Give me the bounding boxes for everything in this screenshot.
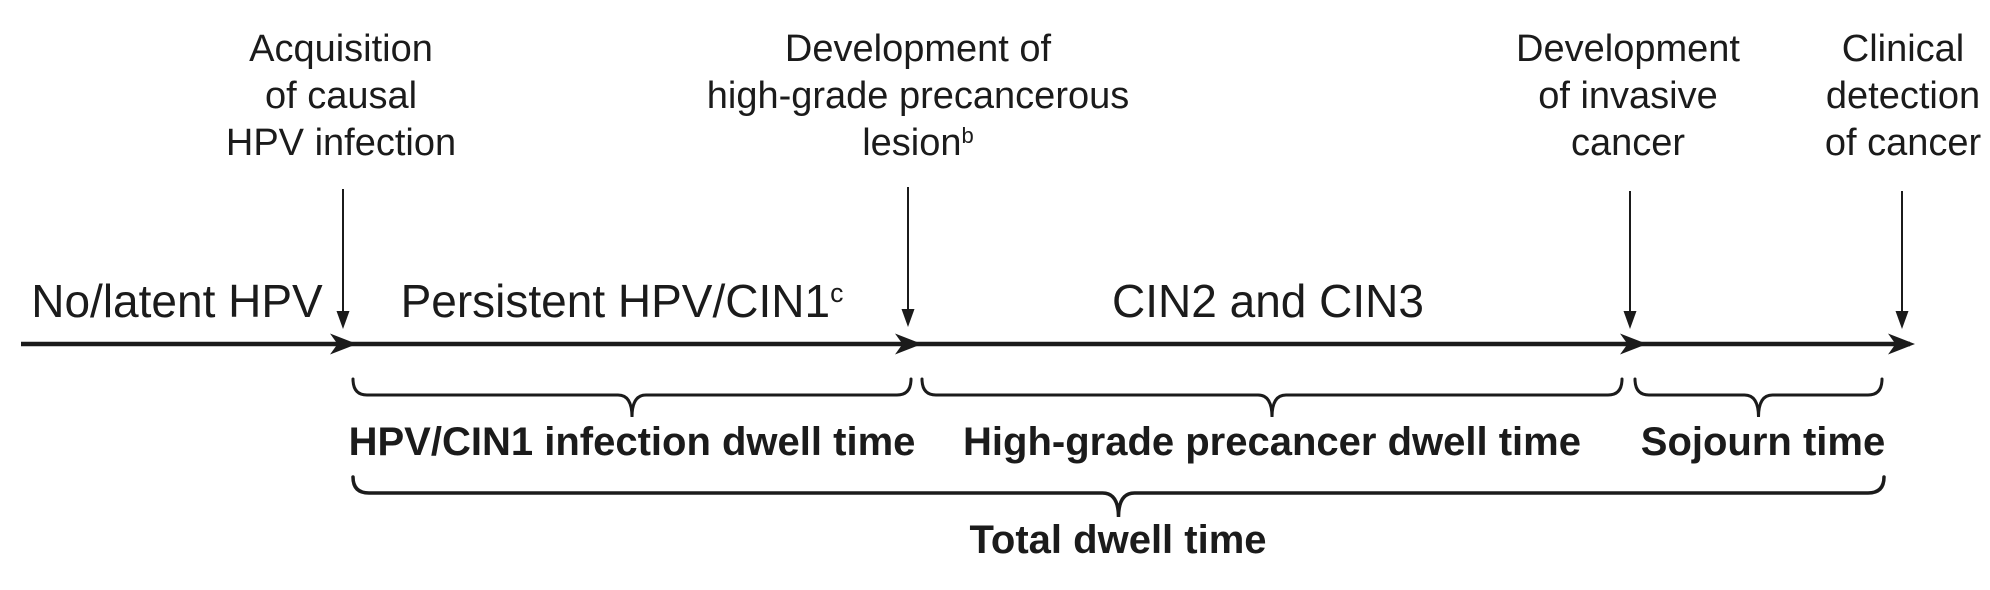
acquisition-arrow: [336, 189, 350, 329]
milestone-label-line: of causal: [264, 75, 418, 117]
footnote-marker-c: c: [830, 278, 844, 309]
milestone-label-acquisition: Acquisition of causal HPV infection: [226, 26, 456, 167]
milestone-label-high-grade-lesion: Development of high-grade precancerous l…: [707, 26, 1130, 171]
milestone-label-line: high-grade precancerous: [706, 75, 1130, 117]
stage-label-text: Persistent HPV/CIN1: [400, 275, 831, 327]
footnote-marker-b: b: [961, 122, 974, 148]
milestone-label-line: of invasive: [1538, 75, 1718, 117]
interval-braces: [351, 377, 1886, 518]
milestone-label-line: lesion: [862, 122, 962, 164]
sojourn-brace: [1633, 377, 1884, 418]
invasive-cancer-arrow: [1623, 191, 1637, 329]
milestone-label-line: cancer: [1570, 122, 1686, 164]
interval-label-high-grade-dwell: High-grade precancer dwell time: [963, 420, 1581, 464]
milestone-label-line: HPV infection: [225, 122, 457, 164]
hpv-cin1-dwell-brace: [351, 377, 913, 418]
milestone-label-line: Acquisition: [249, 28, 433, 70]
high-grade-dwell-brace: [920, 377, 1624, 418]
interval-label-text: High-grade precancer dwell time: [963, 420, 1581, 464]
milestone-label-line: Development: [1516, 28, 1740, 70]
interval-label-sojourn: Sojourn time: [1641, 420, 1885, 464]
milestone-label-line: detection: [1825, 75, 1981, 117]
stage-label-cin2-cin3: CIN2 and CIN3: [1112, 276, 1424, 327]
milestone-label-line: Development of: [784, 28, 1052, 70]
timeline-arrow: [21, 333, 1915, 355]
timeline-arrowhead-3: [1620, 333, 1647, 355]
stage-label-persistent-hpv-cin1: Persistent HPV/CIN1c: [401, 276, 844, 327]
interval-label-text: Sojourn time: [1640, 420, 1886, 464]
milestone-label-invasive-cancer: Development of invasive cancer: [1516, 26, 1740, 167]
timeline-arrowhead-4: [1888, 333, 1915, 355]
milestone-label-clinical-detection: Clinical detection of cancer: [1825, 26, 1981, 167]
milestone-arrows: [336, 187, 1909, 329]
milestone-label-line: of cancer: [1824, 122, 1982, 164]
stage-label-text: No/latent HPV: [31, 275, 323, 327]
total-dwell-brace: [351, 475, 1886, 518]
interval-label-text: Total dwell time: [969, 518, 1267, 562]
interval-label-text: HPV/CIN1 infection dwell time: [348, 420, 916, 464]
timeline-arrowhead-2: [895, 333, 922, 355]
clinical-detection-arrow: [1895, 191, 1909, 329]
timeline-arrowhead-1: [330, 333, 357, 355]
stage-label-no-latent-hpv: No/latent HPV: [31, 276, 322, 327]
milestone-label-line: Clinical: [1841, 28, 1965, 70]
high-grade-lesion-arrow: [901, 187, 915, 327]
interval-label-hpv-cin1-dwell: HPV/CIN1 infection dwell time: [349, 420, 916, 464]
stage-label-text: CIN2 and CIN3: [1112, 275, 1424, 327]
interval-label-total-dwell: Total dwell time: [969, 518, 1266, 562]
